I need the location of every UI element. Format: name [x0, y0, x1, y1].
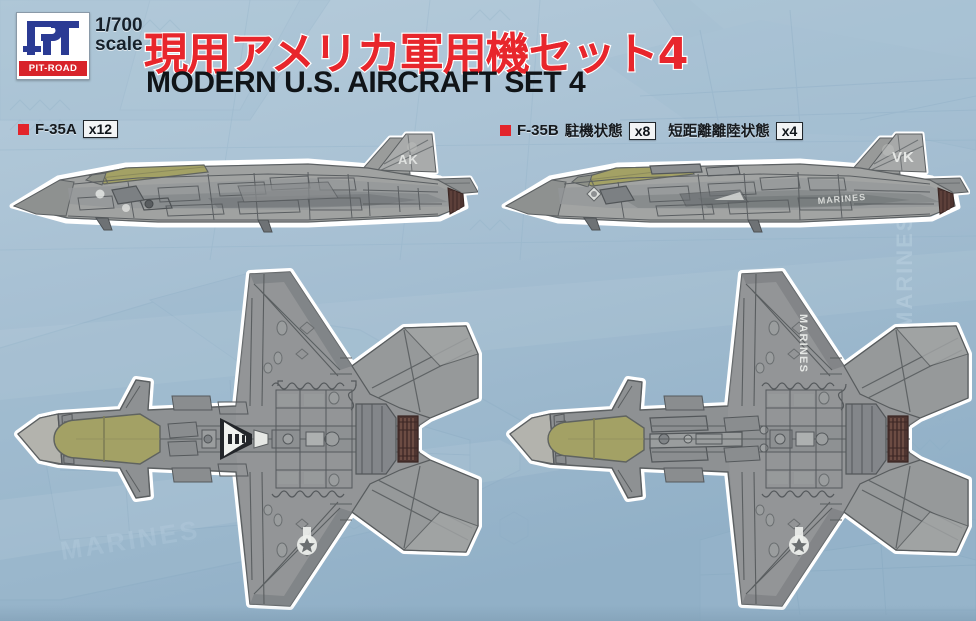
legend-state-parked: 駐機状態 [564, 124, 623, 140]
brand-logo: PIT-ROAD [16, 12, 90, 80]
legend-f35b: F-35B 駐機状態 x8 短距離離陸状態 x4 [500, 120, 804, 141]
aircraft-f35b-side-view: VK [501, 131, 970, 233]
bottom-gradient-band [0, 605, 976, 621]
title-english: MODERN U.S. AIRCRAFT SET 4 [146, 66, 586, 99]
legend-label: F-35B [517, 122, 559, 139]
brand-logo-bar: PIT-ROAD [19, 61, 87, 76]
aircraft-f35a-side-view: AK [9, 131, 478, 233]
header: PIT-ROAD 1/700 scale 現用アメリカ軍用機セット4 現用アメリ… [0, 0, 976, 112]
svg-text:MARINES: MARINES [797, 314, 809, 373]
svg-text:AK: AK [398, 152, 419, 167]
aircraft-f35b-plan-view: MARINES [492, 258, 976, 620]
legend-state-stovl: 短距離離陸状態 [668, 124, 770, 140]
star-and-bar-marking [297, 527, 317, 555]
star-and-bar-marking [789, 527, 809, 555]
scale-label: 1/700 scale [95, 16, 157, 54]
pit-monogram-icon [23, 21, 79, 55]
scale-value: 1/700 [95, 15, 143, 36]
legend-bullet-icon [18, 123, 29, 135]
legend-f35a: F-35A x12 [18, 120, 119, 138]
legend-count-parked: x8 [628, 121, 657, 140]
legend-label: F-35A [35, 120, 77, 138]
legend-count-stovl: x4 [775, 121, 804, 140]
svg-text:MARINES: MARINES [817, 192, 866, 206]
svg-text:VK: VK [892, 149, 915, 166]
legend-bullet-icon [500, 125, 511, 136]
title-japanese: 現用アメリカ軍用機セット4 [144, 29, 688, 80]
svg-text:MARINES: MARINES [892, 215, 917, 330]
title-japanese-outline: 現用アメリカ軍用機セット4 [143, 28, 690, 82]
aircraft-f35a-plan-view [0, 258, 490, 620]
scale-word: scale [95, 34, 143, 55]
brand-logo-text: PIT-ROAD [28, 63, 78, 74]
legend-count: x12 [82, 120, 119, 138]
